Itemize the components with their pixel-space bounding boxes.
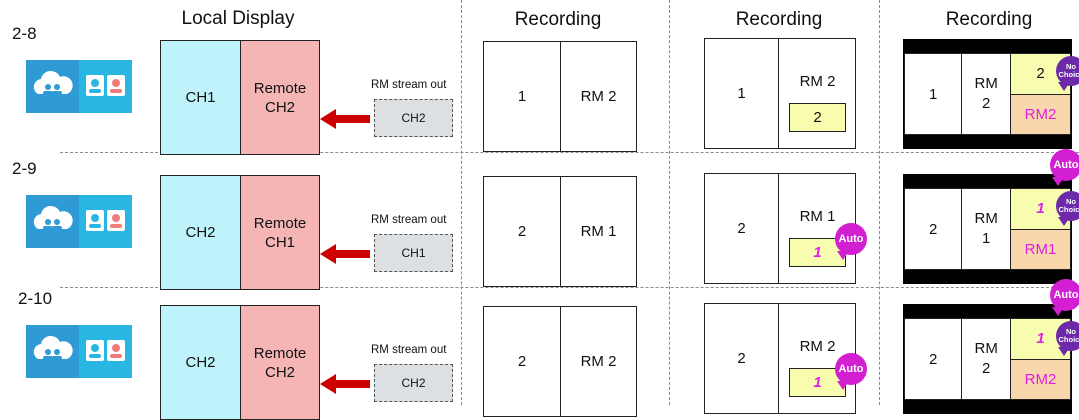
rec-cell-right: RM 2 2 bbox=[779, 39, 855, 148]
left-arrow-icon bbox=[320, 374, 370, 394]
stack-bottom: RM2 bbox=[1011, 359, 1070, 399]
stack-bottom: RM1 bbox=[1011, 229, 1070, 269]
pip-box: 2 bbox=[789, 103, 847, 132]
rec-cell-middle: RM 2 bbox=[962, 319, 1011, 399]
column-divider bbox=[669, 0, 670, 405]
recording-layout-1: 2 RM 1 bbox=[483, 176, 637, 287]
row-divider bbox=[60, 152, 1079, 153]
remote-channel-number: CH2 bbox=[264, 363, 295, 381]
header-recording-3: Recording bbox=[945, 9, 1033, 30]
contact-card-icon bbox=[79, 195, 132, 248]
rec-middle-line2: 2 bbox=[982, 360, 991, 377]
icon-group bbox=[26, 195, 132, 248]
recording-layout-1: 1 RM 2 bbox=[483, 41, 637, 152]
rec-cell-left: 2 bbox=[905, 319, 963, 399]
recording-layout-2: 1 RM 2 2 bbox=[704, 38, 856, 149]
rec-cell-left: 2 bbox=[905, 189, 963, 269]
header-local-display: Local Display bbox=[181, 8, 295, 29]
no-choice-bubble-icon: No Choice bbox=[1056, 56, 1079, 91]
auto-bubble-icon: Auto bbox=[835, 353, 867, 390]
rec-middle-line1: RM bbox=[974, 75, 998, 92]
stream-out-label: RM stream out bbox=[371, 79, 447, 91]
header-recording-2: Recording bbox=[735, 9, 823, 30]
rec-cell-right-label: RM 2 bbox=[799, 338, 836, 355]
local-channel: CH2 bbox=[160, 305, 241, 420]
rec-cell-left: 1 bbox=[905, 54, 963, 134]
auto-bubble-icon: Auto bbox=[835, 223, 867, 260]
cloud-meeting-icon bbox=[26, 60, 79, 113]
rec-cell-right-label: RM 2 bbox=[799, 73, 836, 90]
rec-middle-line1: RM bbox=[974, 340, 998, 357]
local-channel: CH2 bbox=[160, 175, 241, 290]
stack-bottom: RM2 bbox=[1011, 94, 1070, 134]
contact-card-icon bbox=[79, 60, 132, 113]
rec-middle-line1: RM bbox=[974, 210, 998, 227]
row-label: 2-10 bbox=[18, 289, 53, 308]
header-recording-1: Recording bbox=[514, 9, 602, 30]
rec-cell-left: 1 bbox=[484, 42, 561, 151]
remote-channel-number: CH2 bbox=[264, 98, 295, 116]
rec-cell-left: 2 bbox=[484, 307, 561, 416]
column-divider bbox=[461, 0, 462, 405]
remote-channel-label: Remote bbox=[253, 214, 307, 232]
remote-channel-label: Remote bbox=[253, 79, 307, 97]
icon-group bbox=[26, 60, 132, 113]
rec-cell-left: 1 bbox=[705, 39, 780, 148]
rec-cell-right: RM 2 bbox=[580, 88, 617, 105]
cloud-meeting-icon bbox=[26, 325, 79, 378]
remote-channel-label: Remote bbox=[253, 344, 307, 362]
no-choice-bubble-icon: No Choice bbox=[1056, 191, 1079, 226]
rec-cell-left: 2 bbox=[484, 177, 561, 286]
cloud-meeting-icon bbox=[26, 195, 79, 248]
rec-cell-left: 2 bbox=[705, 174, 780, 283]
rec-cell-right: RM 2 bbox=[580, 353, 617, 370]
row-label: 2-9 bbox=[12, 159, 37, 178]
row-divider bbox=[60, 287, 1079, 288]
no-choice-bubble-icon: No Choice bbox=[1056, 321, 1079, 356]
stream-out-box: CH2 bbox=[374, 99, 453, 137]
left-arrow-icon bbox=[320, 109, 370, 129]
stream-out-box: CH2 bbox=[374, 364, 453, 402]
icon-group bbox=[26, 325, 132, 378]
local-channel: CH1 bbox=[160, 40, 241, 155]
rec-cell-middle: RM 2 bbox=[962, 54, 1011, 134]
rec-cell-right-label: RM 1 bbox=[799, 208, 836, 225]
auto-bubble-icon: Auto bbox=[1050, 279, 1079, 316]
rec-cell-left: 2 bbox=[705, 304, 780, 413]
rec-cell-middle: RM 1 bbox=[962, 189, 1011, 269]
rec-middle-line2: 1 bbox=[982, 230, 991, 247]
rec-cell-right: RM 1 bbox=[580, 223, 617, 240]
stream-out-box: CH1 bbox=[374, 234, 453, 272]
contact-card-icon bbox=[79, 325, 132, 378]
remote-channel-number: CH1 bbox=[264, 233, 295, 251]
column-divider bbox=[879, 0, 880, 405]
stream-out-label: RM stream out bbox=[371, 214, 447, 226]
stream-out-label: RM stream out bbox=[371, 344, 447, 356]
rec-middle-line2: 2 bbox=[982, 95, 991, 112]
left-arrow-icon bbox=[320, 244, 370, 264]
auto-bubble-icon: Auto bbox=[1050, 149, 1079, 186]
recording-layout-1: 2 RM 2 bbox=[483, 306, 637, 417]
row-label: 2-8 bbox=[12, 24, 37, 43]
